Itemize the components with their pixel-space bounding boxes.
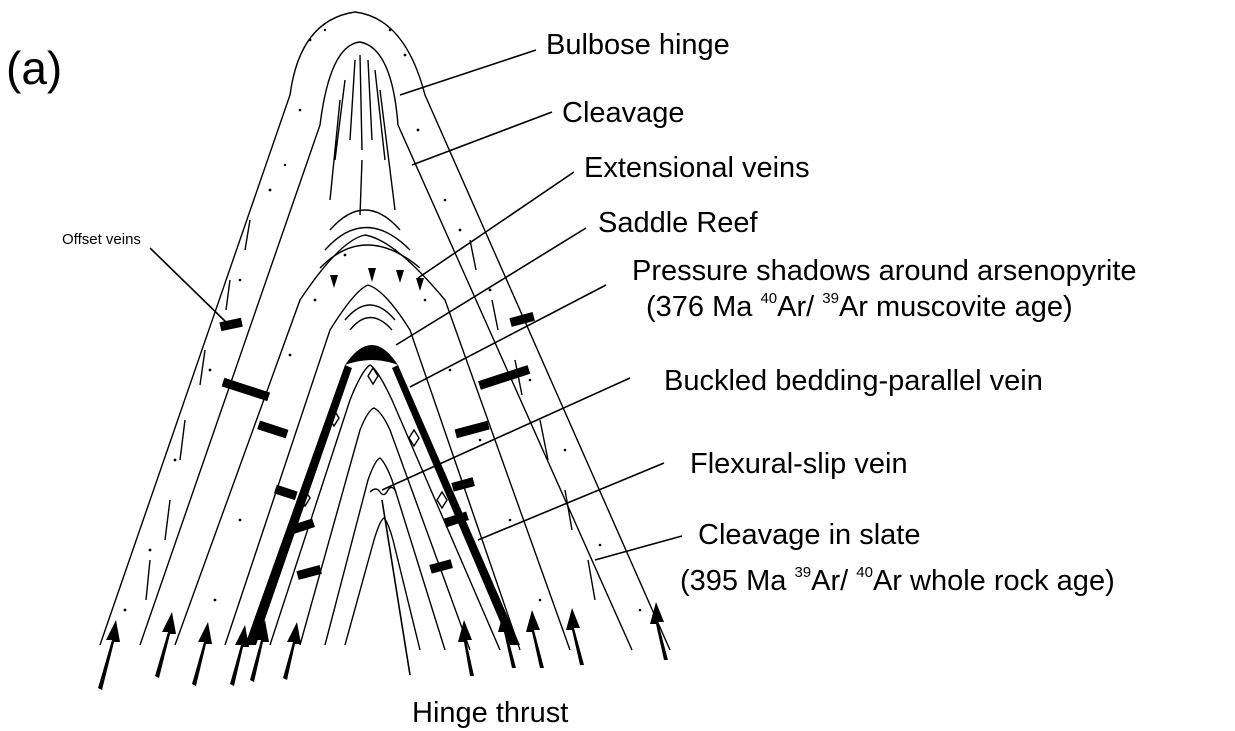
panel-label: (a) (6, 42, 62, 94)
label-pressure-shadows-age: (376 Ma 40Ar/ 39Ar muscovite age) (646, 290, 1073, 323)
leader-offset-veins (150, 248, 228, 324)
leader-flexural-slip-vein (478, 463, 664, 540)
extensional-veins (330, 268, 424, 291)
leader-cleavage (412, 112, 552, 165)
hinge-arc-2 (325, 228, 410, 251)
leader-cleavage-in-slate (595, 536, 682, 560)
leader-buckled-vein (382, 378, 630, 490)
label-cleavage: Cleavage (562, 97, 685, 129)
flexural-slip-vein-right (392, 365, 520, 645)
leader-lines (150, 50, 682, 675)
compression-arrows (98, 602, 668, 690)
inner-bed-4 (345, 518, 420, 650)
hinge-cleavage-lines (330, 55, 395, 215)
second-bed-outer-boundary (175, 235, 570, 650)
leader-bulbose-hinge (400, 50, 536, 95)
label-hinge-thrust: Hinge thrust (412, 697, 568, 729)
label-bulbose-hinge: Bulbose hinge (546, 29, 730, 61)
label-pressure-shadows: Pressure shadows around arsenopyrite (632, 255, 1137, 287)
saddle-reef (345, 345, 398, 365)
label-extensional-veins: Extensional veins (584, 152, 810, 184)
buckled-vein (370, 487, 396, 494)
label-saddle-reef: Saddle Reef (598, 207, 759, 239)
label-buckled-vein: Buckled bedding-parallel vein (664, 365, 1043, 397)
label-offset-veins: Offset veins (62, 231, 141, 248)
label-flexural-slip-vein: Flexural-slip vein (690, 448, 908, 480)
hinge-arc-3 (320, 245, 420, 268)
label-cleavage-in-slate: Cleavage in slate (698, 519, 920, 551)
hinge-arc-5 (350, 318, 392, 331)
label-cleavage-in-slate-age: (395 Ma 39Ar/ 40Ar whole rock age) (680, 564, 1115, 597)
inner-bed-3 (325, 458, 445, 650)
leader-extensional-veins (418, 172, 574, 278)
